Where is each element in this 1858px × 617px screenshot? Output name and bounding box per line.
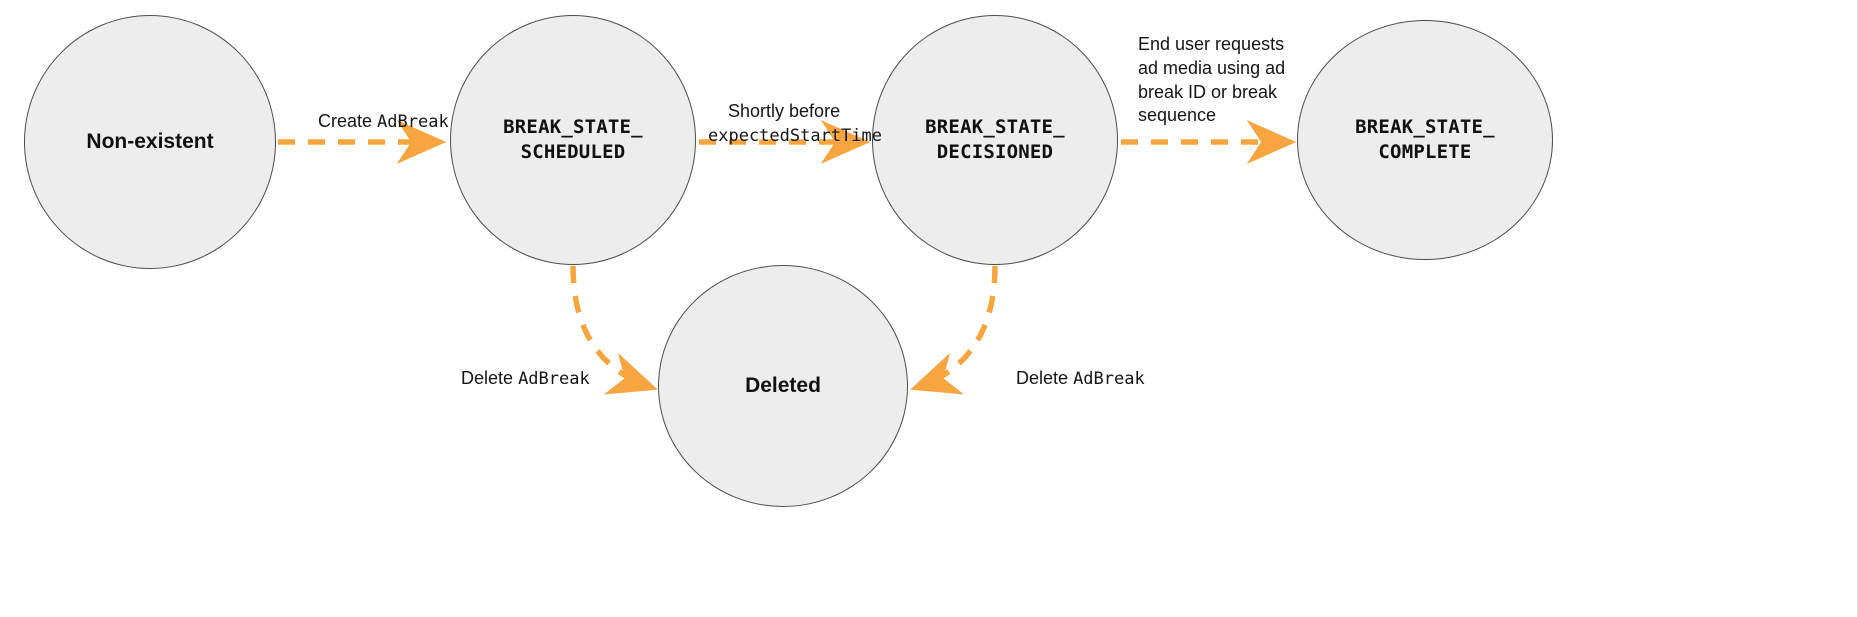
edge-label-delete-adbreak-from-scheduled: Delete AdBreak xyxy=(441,343,590,414)
edge-label-delete-scheduled-verb: Delete xyxy=(461,367,519,388)
edge-label-shortly-before-line-1: Shortly before xyxy=(728,100,841,121)
node-break-state-decisioned-label: BREAK_STATE_ DECISIONED xyxy=(925,115,1065,164)
node-break-state-complete-line-1: BREAK_STATE_ xyxy=(1355,116,1495,139)
node-break-state-complete-label: BREAK_STATE_ COMPLETE xyxy=(1355,115,1495,164)
edge-label-end-user-requests-text: End user requests ad media using ad brea… xyxy=(1138,34,1286,126)
node-break-state-complete[interactable]: BREAK_STATE_ COMPLETE xyxy=(1297,20,1553,260)
edge-label-create-adbreak-verb: Create xyxy=(318,110,378,131)
node-break-state-decisioned[interactable]: BREAK_STATE_ DECISIONED xyxy=(872,15,1118,265)
node-break-state-scheduled-line-2: SCHEDULED xyxy=(520,141,626,163)
node-break-state-decisioned-line-2: DECISIONED xyxy=(936,141,1054,163)
edge-delete-adbreak-from-decisioned xyxy=(910,265,998,395)
edge-label-create-adbreak: Create AdBreak xyxy=(298,86,449,157)
node-break-state-complete-line-2: COMPLETE xyxy=(1378,141,1472,163)
node-non-existent-label: Non-existent xyxy=(86,130,214,154)
edge-label-delete-adbreak-from-decisioned: Delete AdBreak xyxy=(996,343,1145,414)
edge-label-end-user-requests-ad-media: End user requests ad media using ad brea… xyxy=(1138,33,1308,128)
node-deleted-label: Deleted xyxy=(745,374,821,398)
node-non-existent[interactable]: Non-existent xyxy=(24,15,276,269)
edge-label-delete-scheduled-type: AdBreak xyxy=(518,368,590,389)
edge-label-create-adbreak-type: AdBreak xyxy=(377,111,449,132)
edge-label-shortly-before-expected-start-time: Shortly before expectedStartTime xyxy=(708,76,882,171)
edge-label-shortly-before-line-2: expectedStartTime xyxy=(708,125,882,146)
edge-label-delete-decisioned-type: AdBreak xyxy=(1073,368,1145,389)
node-break-state-scheduled-label: BREAK_STATE_ SCHEDULED xyxy=(503,115,643,164)
edge-label-delete-decisioned-verb: Delete xyxy=(1016,367,1074,388)
node-break-state-decisioned-line-1: BREAK_STATE_ xyxy=(925,116,1065,139)
node-deleted[interactable]: Deleted xyxy=(658,265,908,507)
node-break-state-scheduled-line-1: BREAK_STATE_ xyxy=(503,116,643,139)
node-break-state-scheduled[interactable]: BREAK_STATE_ SCHEDULED xyxy=(450,15,696,265)
